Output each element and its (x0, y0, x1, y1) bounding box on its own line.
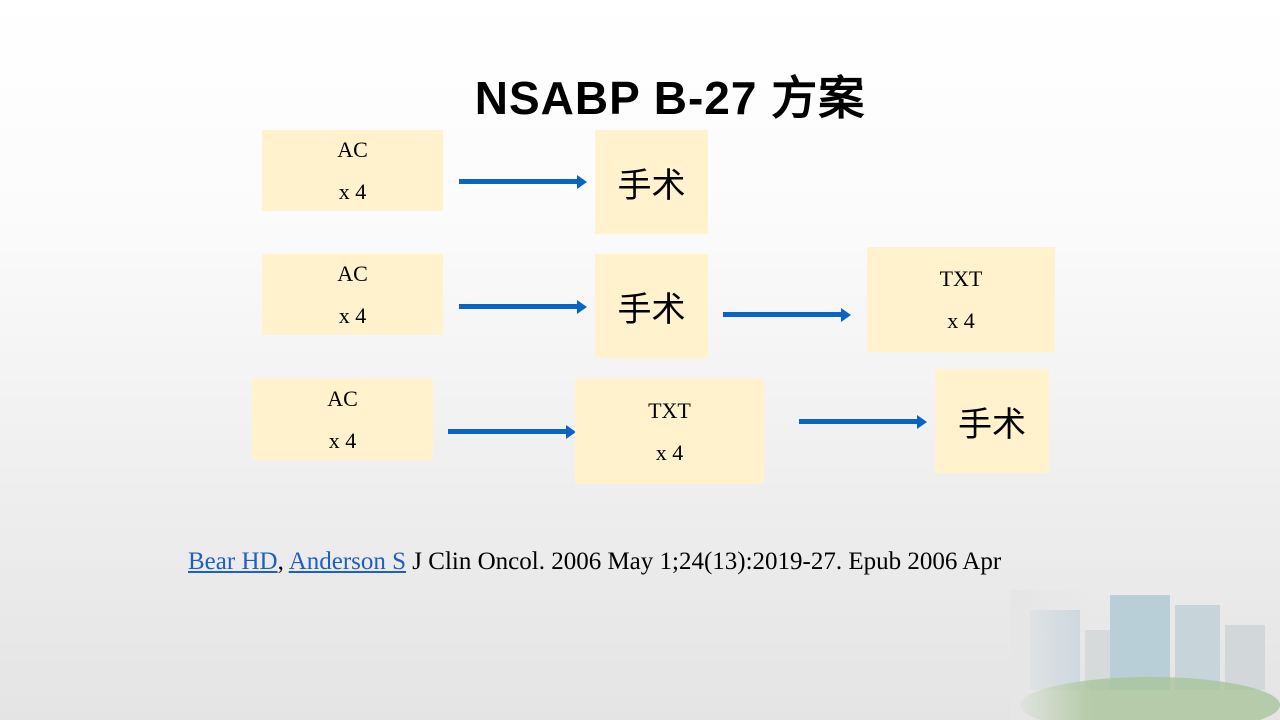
step-label: AC (327, 385, 358, 411)
author-link-anderson[interactable]: Anderson S (288, 548, 407, 575)
arrow-right (459, 174, 587, 189)
arrow-right (723, 307, 851, 322)
arrow-right (448, 424, 576, 439)
step-ac-box: AC x 4 (262, 130, 443, 211)
slide-title: NSABP B-27 方案 (474, 72, 866, 124)
citation-journal: J Clin Oncol. 2006 May 1;24(13):2019-27.… (406, 548, 1002, 575)
author-link-bear[interactable]: Bear HD (188, 548, 278, 575)
step-cycles: x 4 (328, 427, 357, 453)
step-cycles: x 4 (338, 178, 367, 204)
step-label: 手术 (958, 404, 1026, 445)
step-label: AC (337, 136, 368, 162)
step-surgery-box: 手术 (935, 369, 1049, 473)
step-surgery-box: 手术 (595, 254, 708, 358)
step-ac-box: AC x 4 (252, 379, 433, 460)
step-cycles: x 4 (947, 307, 975, 333)
step-surgery-box: 手术 (595, 130, 708, 234)
step-txt-box: TXT x 4 (867, 247, 1055, 352)
step-cycles: x 4 (338, 302, 367, 328)
arrow-right (459, 299, 587, 314)
step-label: TXT (939, 265, 983, 291)
step-ac-box: AC x 4 (262, 254, 443, 335)
arrow-right (799, 414, 927, 429)
step-txt-box: TXT x 4 (575, 379, 764, 484)
step-cycles: x 4 (655, 439, 684, 465)
step-label: TXT (648, 397, 691, 423)
step-label: 手术 (617, 289, 686, 330)
step-label: AC (337, 260, 368, 286)
citation-separator: , (277, 548, 284, 575)
step-label: 手术 (617, 165, 686, 206)
citation: Bear HD, Anderson S J Clin Oncol. 2006 M… (188, 548, 1001, 576)
hospital-building-image (1010, 590, 1280, 720)
